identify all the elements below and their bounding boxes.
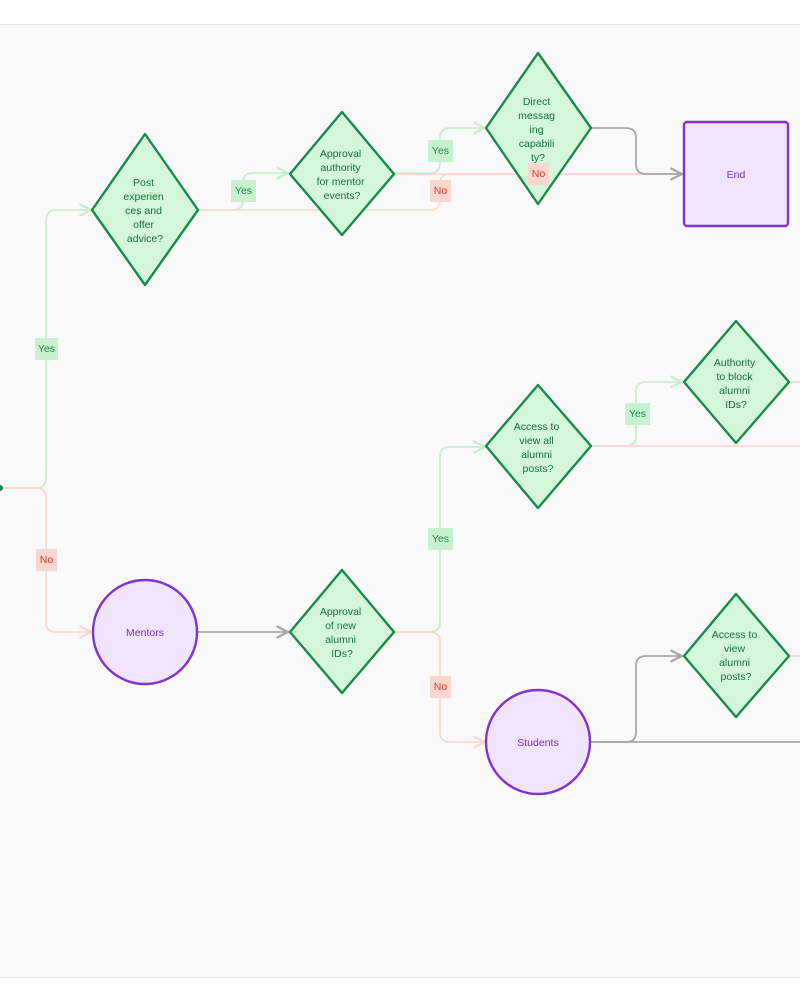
- edge-label-text: Yes: [629, 408, 646, 420]
- edge-label-text: No: [434, 681, 448, 693]
- node-label-line: ty?: [531, 152, 545, 164]
- node-label-line: experien: [123, 191, 163, 203]
- flowchart: Post experien ces and offer advice? Appr…: [0, 51, 800, 796]
- edge-label-yes: Yes: [428, 528, 453, 550]
- edge-label-text: No: [40, 554, 54, 566]
- decision-approval-alumni-ids[interactable]: Approval of new alumni IDs?: [288, 568, 396, 695]
- node-label-line: IDs?: [331, 648, 353, 660]
- node-label-line: offer: [133, 219, 154, 231]
- node-label-line: alumni: [325, 634, 356, 646]
- terminal-end[interactable]: End: [682, 120, 790, 228]
- node-label-line: Direct: [523, 96, 551, 108]
- node-label-line: capabili: [519, 138, 555, 150]
- node-label-line: IDs?: [725, 399, 747, 411]
- node-label-line: Access to: [712, 629, 758, 641]
- node-label-line: advice?: [127, 233, 163, 245]
- diagram-canvas: Post experien ces and offer advice? Appr…: [0, 24, 800, 978]
- svg-text:Post experien: Post experien ces and offer advice?: [123, 177, 166, 245]
- node-label-line: alumni: [719, 385, 750, 397]
- edge-labels-layer: Yes No Yes Yes No: [35, 140, 650, 698]
- edge-label-text: Yes: [235, 185, 252, 197]
- node-label-line: ing: [530, 124, 544, 136]
- nodes-layer: Post experien ces and offer advice? Appr…: [90, 51, 791, 796]
- svg-text:Access to view: Access to view alumni posts?: [712, 629, 760, 683]
- node-label-line: Post: [133, 177, 154, 189]
- node-label-line: End: [727, 169, 746, 181]
- node-label-line: events?: [324, 190, 361, 202]
- edge-label-no: No: [528, 163, 549, 185]
- svg-text:Authority to block: Authority to block alumni IDs?: [714, 357, 758, 411]
- edge-label-text: Yes: [38, 343, 55, 355]
- edge-direct-to-end: [591, 127, 682, 174]
- node-label-line: to block: [716, 371, 753, 383]
- node-label-line: Approval: [320, 606, 361, 618]
- node-label-line: ces and: [125, 205, 162, 217]
- node-label-line: alumni: [521, 449, 552, 461]
- node-label-line: for mentor: [317, 176, 365, 188]
- edge-label-yes: Yes: [35, 338, 58, 360]
- edge-label-text: Yes: [432, 533, 449, 545]
- svg-text:Direct messag: Direct messag ing capabili ty?: [518, 96, 558, 164]
- terminal-mentors[interactable]: Mentors: [91, 578, 199, 686]
- node-label-line: posts?: [523, 463, 554, 475]
- node-label-line: posts?: [721, 671, 752, 683]
- node-label-line: Access to: [514, 421, 560, 433]
- edge-label-no: No: [36, 549, 57, 571]
- node-label-line: of new: [325, 620, 356, 632]
- svg-text:Approval of new: Approval of new alumni IDs?: [320, 606, 364, 660]
- decision-post-experiences[interactable]: Post experien ces and offer advice?: [90, 132, 200, 287]
- node-label-line: authority: [320, 162, 361, 174]
- edge-label-yes: Yes: [428, 140, 453, 162]
- node-label-line: messag: [518, 110, 555, 122]
- edge-label-text: No: [532, 168, 546, 180]
- node-label-line: view: [724, 643, 745, 655]
- node-label-line: view all: [519, 435, 553, 447]
- decision-block-alumni-ids[interactable]: Authority to block alumni IDs?: [682, 319, 791, 445]
- svg-text:Access to view all: Access to view all alumni posts?: [514, 421, 562, 475]
- edge-label-yes: Yes: [625, 403, 650, 425]
- node-label-line: Students: [517, 737, 558, 749]
- decision-approval-mentor-events[interactable]: Approval authority for mentor events?: [288, 110, 396, 237]
- decision-access-all-posts[interactable]: Access to view all alumni posts?: [484, 383, 593, 510]
- edge-label-text: No: [434, 185, 448, 197]
- terminal-students[interactable]: Students: [484, 688, 592, 796]
- edge-students-to-access-posts: [591, 656, 682, 743]
- start-node-dot[interactable]: [0, 485, 3, 491]
- node-label-line: Authority: [714, 357, 756, 369]
- decision-access-posts-students[interactable]: Access to view alumni posts?: [682, 592, 791, 719]
- node-label-line: Mentors: [126, 627, 164, 639]
- node-label-line: alumni: [719, 657, 750, 669]
- node-label-line: Approval: [320, 148, 361, 160]
- edge-label-no: No: [430, 676, 451, 698]
- svg-text:Approval authority: Approval authority for mentor events?: [317, 148, 368, 202]
- decision-direct-messaging[interactable]: Direct messag ing capabili ty?: [484, 51, 593, 206]
- edge-label-no: No: [430, 180, 451, 202]
- edge-label-yes: Yes: [231, 180, 256, 202]
- edge-label-text: Yes: [432, 145, 449, 157]
